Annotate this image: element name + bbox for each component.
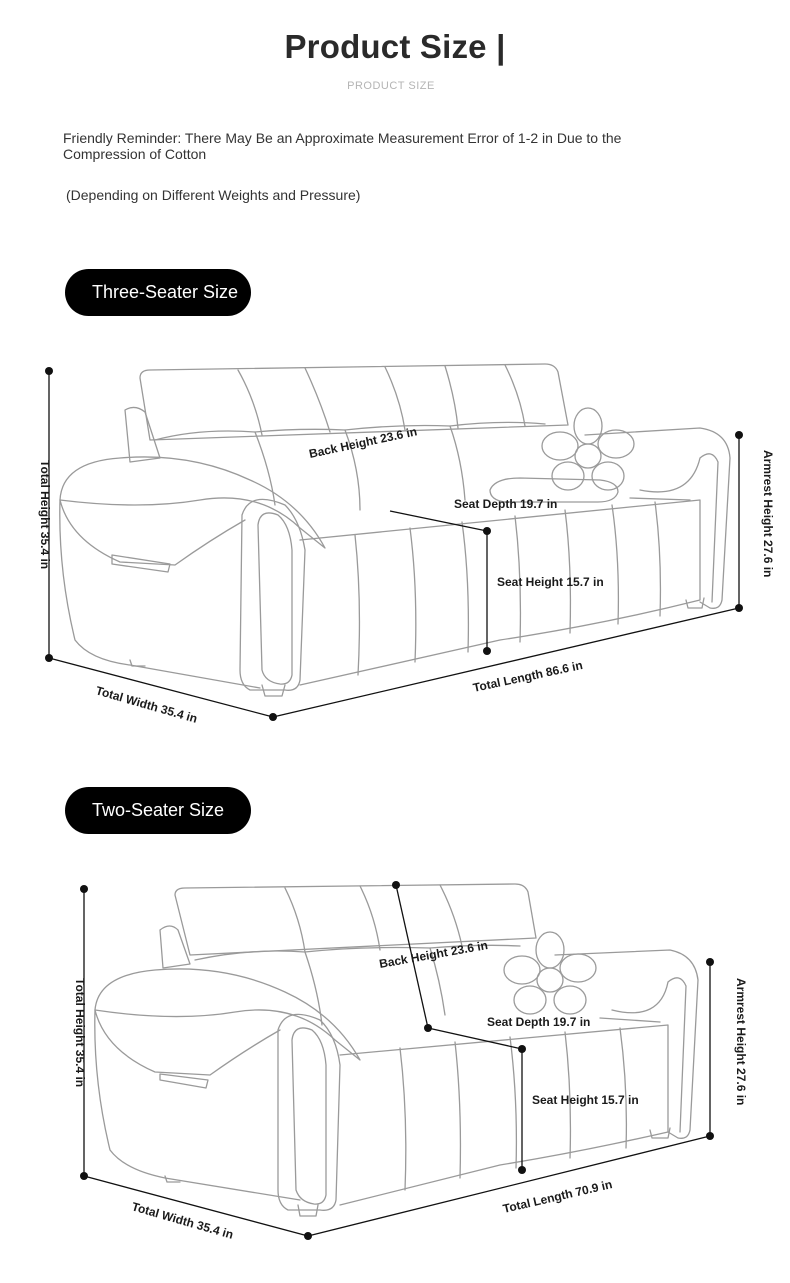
pressure-note: (Depending on Different Weights and Pres… [66,187,361,203]
three-seater-total-height-label: Total Height 35.4 in [38,460,52,569]
two-seater-diagram: Back Height 23.6 in Seat Depth 19.7 in S… [0,860,790,1260]
three-seater-seat-height-label: Seat Height 15.7 in [497,575,604,589]
two-seater-total-width-label: Total Width 35.4 in [130,1199,235,1241]
three-seater-heading: Three-Seater Size [65,269,251,316]
two-seater-seat-depth-label: Seat Depth 19.7 in [487,1015,590,1029]
three-seater-diagram: Back Height 23.6 in Seat Depth 19.7 in S… [0,340,790,740]
page-subtitle: PRODUCT SIZE [347,80,435,92]
measurement-reminder: Friendly Reminder: There May Be an Appro… [63,130,622,162]
three-seater-total-width-label: Total Width 35.4 in [94,683,199,725]
two-seater-dimension-lines [80,881,714,1240]
two-seater-sofa-drawing [94,883,699,1217]
two-seater-heading: Two-Seater Size [65,787,251,834]
three-seater-sofa-drawing [59,363,731,697]
two-seater-armrest-height-label: Armrest Height 27.6 in [734,978,748,1105]
three-seater-armrest-height-label: Armrest Height 27.6 in [761,450,775,577]
two-seater-total-height-label: Total Height 35.4 in [73,978,87,1087]
three-seater-svg: Back Height 23.6 in Seat Depth 19.7 in S… [38,363,775,726]
three-seater-seat-depth-label: Seat Depth 19.7 in [454,497,557,511]
page-title: Product Size | [284,28,506,65]
two-seater-svg: Back Height 23.6 in Seat Depth 19.7 in S… [73,881,748,1242]
two-seater-total-length-label: Total Length 70.9 in [502,1177,614,1216]
three-seater-dimension-lines [45,367,743,721]
three-seater-total-length-label: Total Length 86.6 in [472,658,584,695]
two-seater-seat-height-label: Seat Height 15.7 in [532,1093,639,1107]
